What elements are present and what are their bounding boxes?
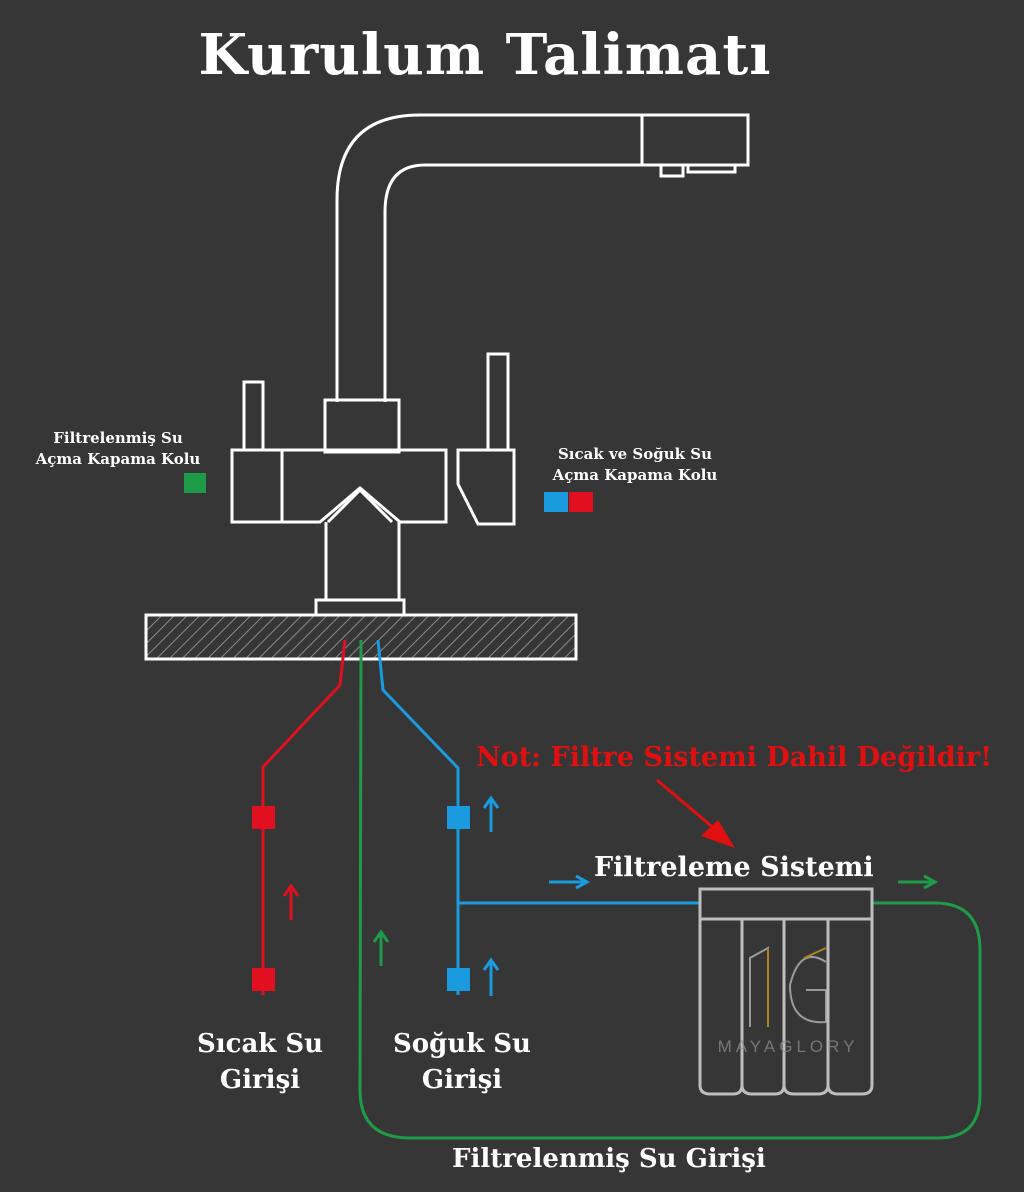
page-title: Kurulum Talimatı: [198, 22, 772, 88]
hot-connector-upper: [252, 806, 275, 829]
hot-inlet-label: Sıcak Su Girişi: [170, 1026, 350, 1098]
note-arrow-icon: [656, 778, 735, 848]
hot-inlet-label-line2: Girişi: [219, 1065, 301, 1095]
filtered-handle-label-line2: Açma Kapama Kolu: [35, 450, 201, 468]
hot-flow-arrow-icon: [282, 883, 300, 920]
hot-water-line: [261, 639, 347, 995]
cold-water-line: [376, 639, 460, 995]
cold-handle-marker: [544, 492, 568, 512]
cold-flow-arrow-icon: [482, 795, 591, 996]
hotcold-handle-label-line2: Açma Kapama Kolu: [552, 466, 718, 484]
filter-system-icon: [698, 887, 874, 1096]
filtered-handle-label-line1: Filtrelenmiş Su: [53, 429, 183, 447]
filter-system-label: Filtreleme Sistemi: [594, 852, 874, 883]
cold-connector-lower: [447, 968, 470, 991]
note-text: Not: Filtre Sistemi Dahil Değildir!: [476, 742, 992, 773]
mayaglory-logo-icon: MAYAGLORY: [718, 946, 859, 1056]
filtered-water-line: [358, 639, 982, 1140]
filtered-inlet-label: Filtrelenmiş Su Girişi: [452, 1144, 766, 1174]
filtered-handle-label: Filtrelenmiş Su Açma Kapama Kolu: [18, 428, 218, 470]
hot-connector-lower: [252, 968, 275, 991]
hotcold-handle-label: Sıcak ve Soğuk Su Açma Kapama Kolu: [528, 444, 742, 486]
hot-inlet-label-line1: Sıcak Su: [196, 1029, 324, 1059]
cold-inlet-label-line1: Soğuk Su: [393, 1029, 531, 1059]
filtered-handle-marker: [184, 473, 206, 493]
cold-inlet-label: Soğuk Su Girişi: [372, 1026, 552, 1098]
cold-inlet-label-line2: Girişi: [421, 1065, 503, 1095]
faucet-icon: [230, 113, 750, 617]
filtered-flow-arrow-icon: [372, 874, 939, 966]
cold-connector-upper: [447, 806, 470, 829]
hotcold-handle-label-line1: Sıcak ve Soğuk Su: [557, 445, 713, 463]
watermark-text: MAYAGLORY: [718, 1037, 859, 1056]
hot-handle-marker: [569, 492, 593, 512]
